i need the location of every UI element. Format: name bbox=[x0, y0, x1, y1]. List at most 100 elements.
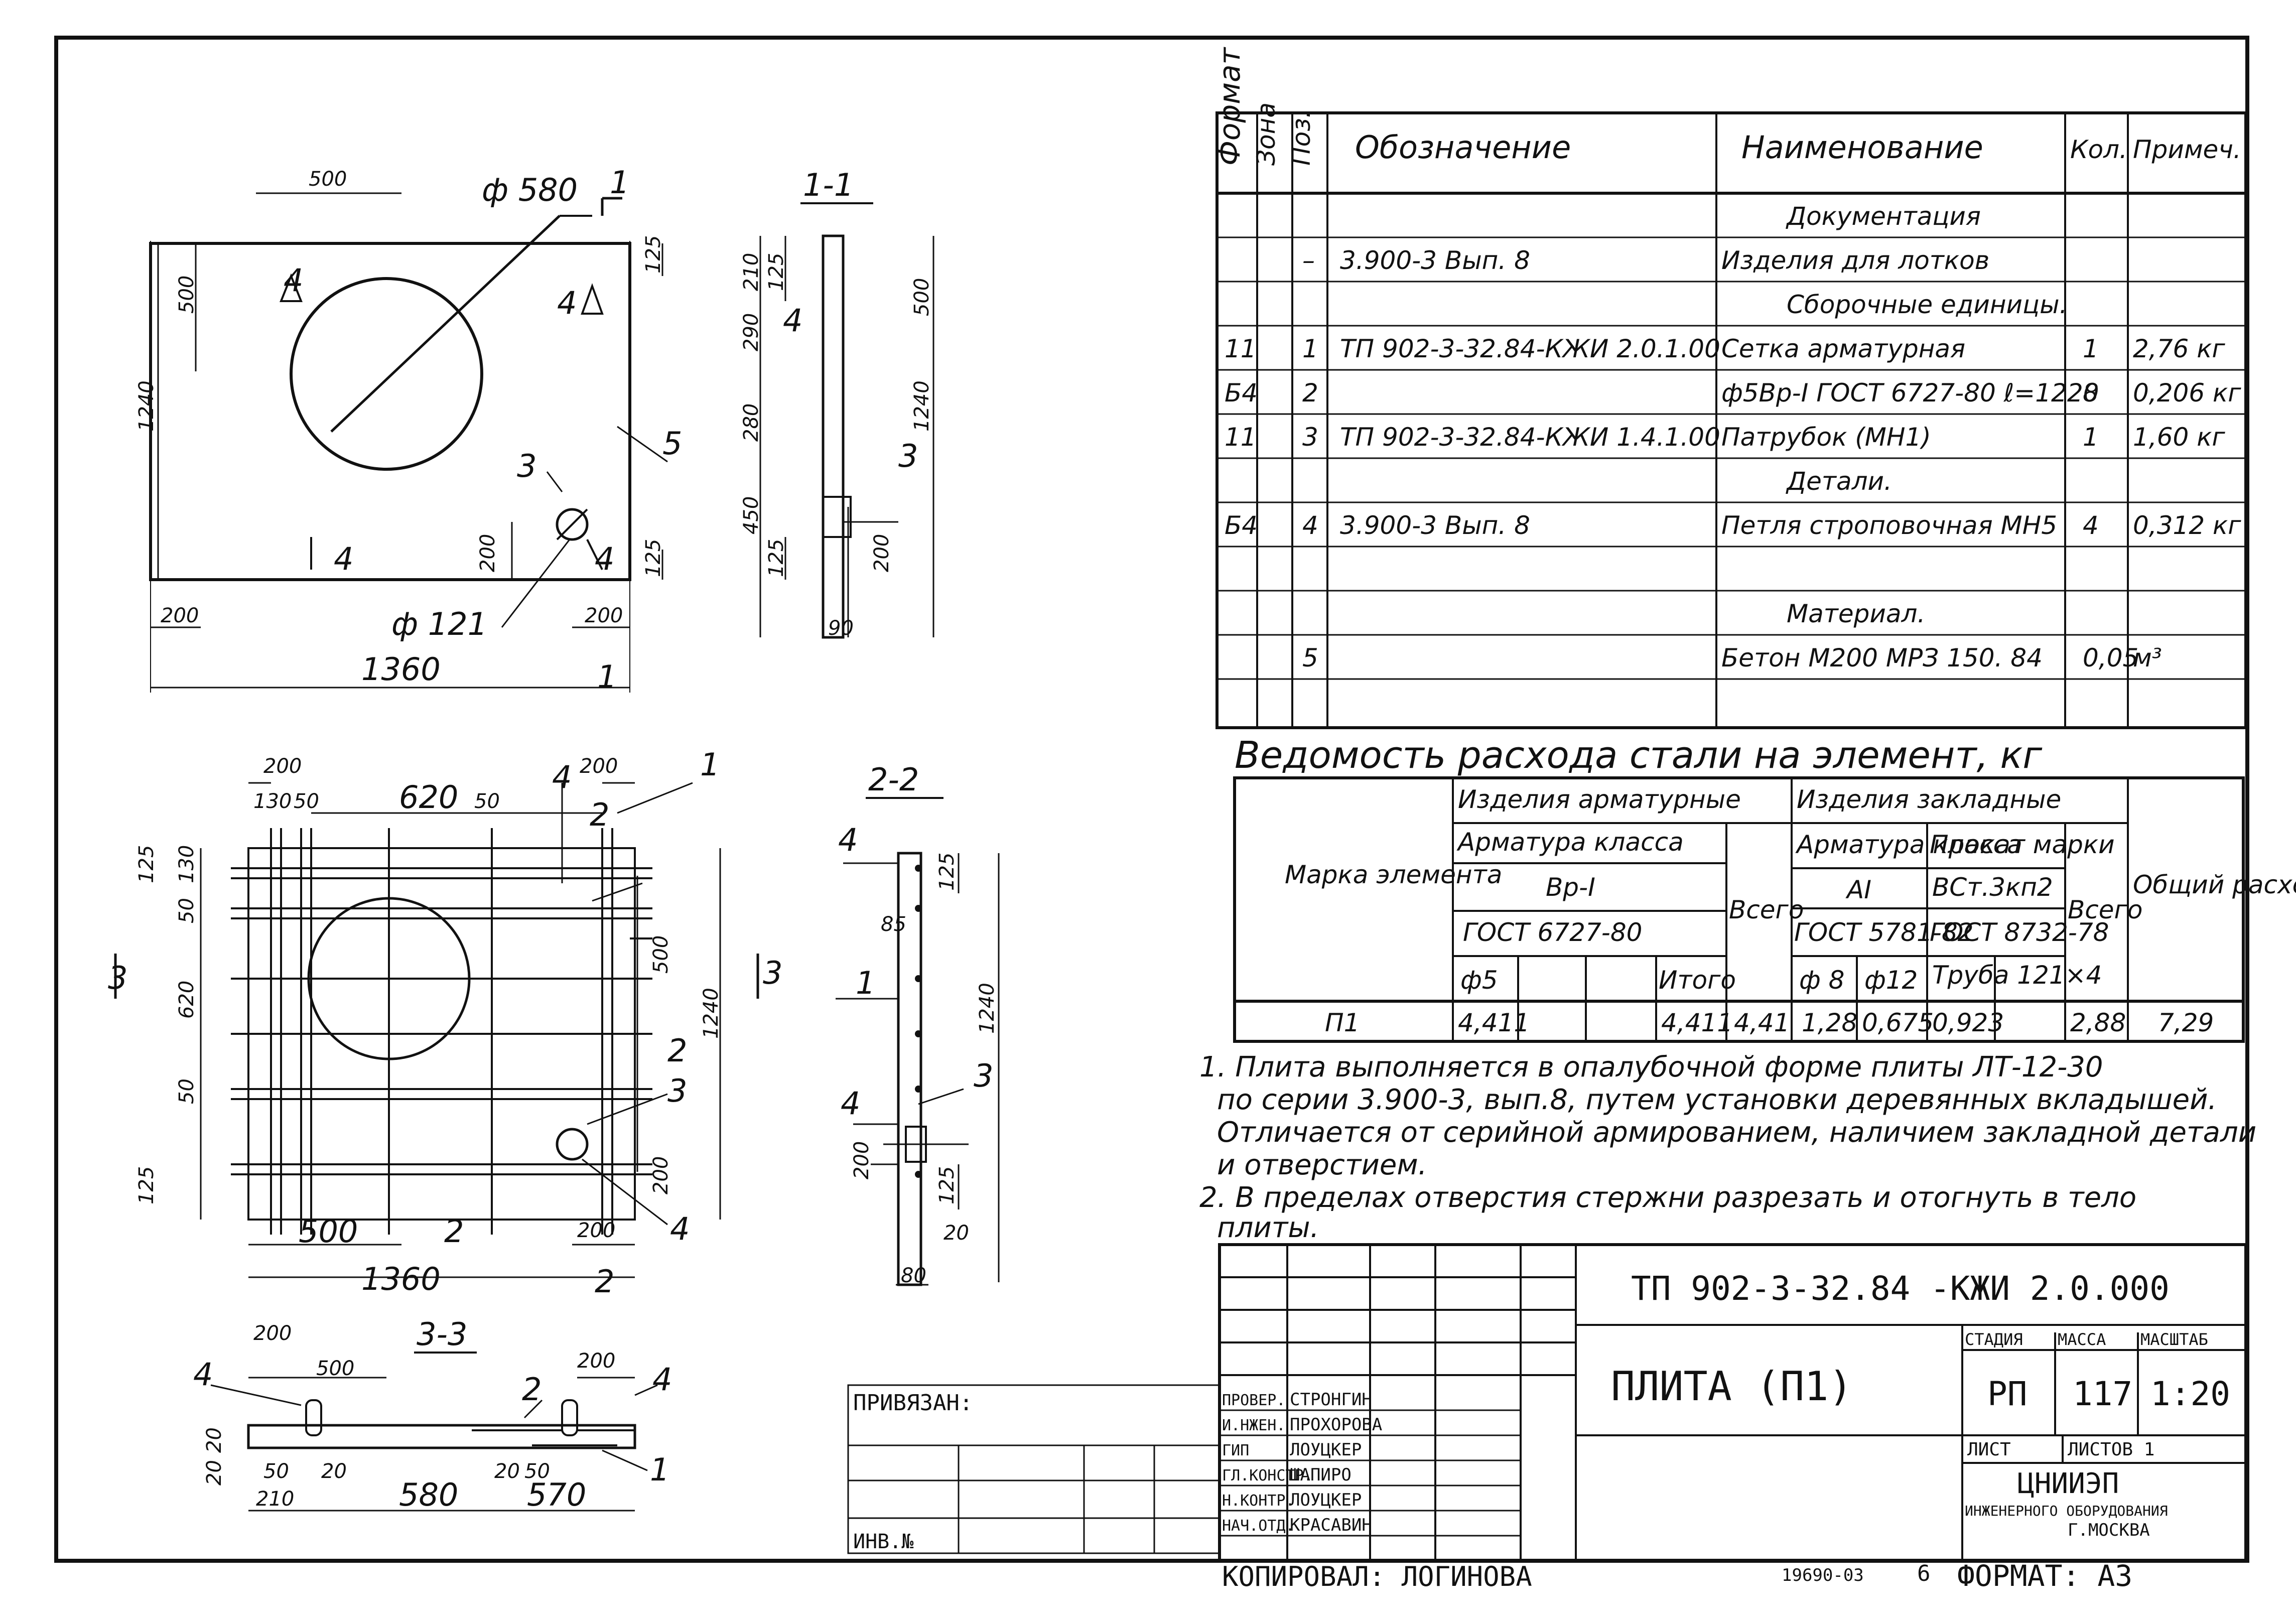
spec-cell-code: 3.900-3 Вып. 8 bbox=[1340, 246, 1530, 275]
svg-text:125: 125 bbox=[642, 235, 665, 274]
svg-text:50: 50 bbox=[524, 1460, 550, 1483]
svg-text:4,41: 4,41 bbox=[1734, 1008, 1790, 1037]
spec-cell-qty: 0,05 bbox=[2083, 643, 2138, 672]
svg-text:20: 20 bbox=[203, 1460, 226, 1486]
signer-role: НАЧ.ОТД. bbox=[1222, 1517, 1295, 1535]
marker-3: 3 bbox=[517, 448, 536, 484]
svg-text:плиты.: плиты. bbox=[1217, 1211, 1319, 1244]
steel-row-mark: П1 bbox=[1325, 1008, 1360, 1037]
svg-text:Труба 121×4: Труба 121×4 bbox=[1932, 961, 2102, 990]
spec-cell-name: Документация bbox=[1786, 202, 1981, 231]
svg-text:200: 200 bbox=[870, 534, 893, 572]
svg-text:Зона: Зона bbox=[1252, 102, 1281, 166]
svg-text:125: 125 bbox=[642, 539, 665, 577]
svg-text:20: 20 bbox=[321, 1460, 347, 1483]
svg-text:500: 500 bbox=[316, 1357, 354, 1380]
dim-plan-hole: ф 580 bbox=[482, 172, 578, 208]
svg-text:90: 90 bbox=[828, 617, 854, 640]
svg-text:50: 50 bbox=[263, 1460, 289, 1483]
doc-code: ТП 902-3-32.84 -КЖИ 2.0.000 bbox=[1631, 1269, 2170, 1308]
hole-circle bbox=[290, 277, 483, 471]
svg-text:125: 125 bbox=[135, 845, 158, 883]
org-name: ЦНИИЭП bbox=[2017, 1467, 2119, 1500]
svg-text:620: 620 bbox=[399, 779, 458, 816]
svg-text:2: 2 bbox=[444, 1213, 464, 1250]
notes: 1. Плита выполняется в опалубочной форме… bbox=[1199, 1051, 2256, 1244]
section-2-2: 2-2 4 125 85 1 1240 3 4 200 125 20 80 bbox=[836, 761, 1000, 1287]
steel-table: Ведомость расхода стали на элемент, кг М… bbox=[1233, 734, 2296, 1043]
section-3-3-title: 3-3 bbox=[417, 1316, 467, 1353]
dim-plan-left: 500 bbox=[175, 276, 198, 314]
specification-table: Формат Зона Поз. Обозначение Наименовани… bbox=[1212, 46, 2247, 729]
svg-text:50: 50 bbox=[474, 790, 500, 813]
svg-text:1: 1 bbox=[856, 965, 875, 1001]
signer-name: СТРОНГИН bbox=[1290, 1390, 1372, 1410]
svg-text:200: 200 bbox=[577, 1350, 615, 1373]
svg-text:20: 20 bbox=[203, 1427, 226, 1453]
dim-plan-pipe: ф 121 bbox=[391, 606, 487, 642]
spec-cell-note: 0,312 кг bbox=[2133, 511, 2241, 540]
svg-text:1240: 1240 bbox=[976, 983, 999, 1034]
spec-cell-note: 1,60 кг bbox=[2133, 423, 2225, 452]
svg-text:20: 20 bbox=[943, 1222, 969, 1245]
spec-cell-note: м³ bbox=[2133, 643, 2162, 672]
spec-cell-qty: 1 bbox=[2083, 334, 2099, 363]
svg-text:Вр-I: Вр-I bbox=[1546, 873, 1595, 902]
svg-text:290: 290 bbox=[740, 313, 763, 351]
svg-text:ЛИСТ: ЛИСТ bbox=[1967, 1439, 2011, 1460]
svg-text:3: 3 bbox=[974, 1057, 993, 1094]
spec-cell-name: Сборочные единицы. bbox=[1787, 290, 2067, 319]
svg-text:1: 1 bbox=[700, 746, 720, 783]
svg-text:210: 210 bbox=[740, 253, 763, 291]
section-1-1: 1-1 210 125 4 290 280 450 125 500 1240 2… bbox=[740, 167, 934, 640]
scale-value: 1:20 bbox=[2150, 1375, 2230, 1413]
svg-text:3: 3 bbox=[108, 960, 127, 996]
svg-text:620: 620 bbox=[175, 981, 198, 1019]
svg-text:570: 570 bbox=[527, 1476, 586, 1513]
svg-text:3: 3 bbox=[763, 955, 782, 991]
svg-text:7,29: 7,29 bbox=[2158, 1008, 2214, 1037]
svg-text:3: 3 bbox=[898, 438, 918, 474]
reinforcement-view: 200 200 130 50 620 50 4 2 1 125 130 50 6… bbox=[108, 746, 782, 1300]
spec-cell-fmt: 11 bbox=[1225, 423, 1257, 452]
spec-header-note: Примеч. bbox=[2133, 135, 2241, 164]
svg-text:1360: 1360 bbox=[361, 1261, 441, 1297]
svg-text:МАССА: МАССА bbox=[2058, 1330, 2106, 1349]
spec-header-qty: Кол. bbox=[2070, 135, 2127, 164]
section-1-1-title: 1-1 bbox=[803, 167, 854, 203]
svg-text:4: 4 bbox=[783, 302, 802, 339]
spec-cell-code: 3.900-3 Вып. 8 bbox=[1340, 511, 1530, 540]
svg-text:ВСт.3кп2: ВСт.3кп2 bbox=[1932, 873, 2053, 902]
svg-text:125: 125 bbox=[765, 539, 788, 577]
svg-text:4,411: 4,411 bbox=[1661, 1008, 1733, 1037]
svg-text:ЛИСТОВ 1: ЛИСТОВ 1 bbox=[2068, 1439, 2154, 1460]
svg-text:ГОСТ 8732-78: ГОСТ 8732-78 bbox=[1930, 918, 2109, 947]
svg-text:20: 20 bbox=[494, 1460, 520, 1483]
spec-header-name: Наименование bbox=[1741, 129, 1983, 166]
page-number: 6 bbox=[1917, 1561, 1931, 1586]
section-2-2-title: 2-2 bbox=[868, 761, 919, 798]
svg-text:200: 200 bbox=[263, 755, 302, 778]
signer-role: Н.КОНТР. bbox=[1222, 1492, 1295, 1510]
svg-text:Г.МОСКВА: Г.МОСКВА bbox=[2068, 1520, 2150, 1540]
dim-plan-200-left: 200 bbox=[161, 604, 199, 627]
svg-text:2,88: 2,88 bbox=[2070, 1008, 2126, 1037]
svg-text:ф5: ф5 bbox=[1460, 966, 1498, 995]
signer-role: ПРОВЕР. bbox=[1222, 1392, 1285, 1409]
svg-text:4: 4 bbox=[652, 1361, 672, 1398]
svg-text:Изделия арматурные: Изделия арматурные bbox=[1458, 785, 1741, 814]
svg-text:80: 80 bbox=[901, 1264, 926, 1287]
svg-text:1240: 1240 bbox=[910, 380, 933, 432]
steel-table-title: Ведомость расхода стали на элемент, кг bbox=[1235, 734, 2043, 777]
svg-text:125: 125 bbox=[935, 1166, 959, 1204]
svg-text:450: 450 bbox=[740, 496, 763, 534]
svg-text:AI: AI bbox=[1845, 875, 1871, 904]
svg-text:85: 85 bbox=[881, 913, 906, 936]
svg-text:Общий расход: Общий расход bbox=[2133, 870, 2296, 899]
svg-text:210: 210 bbox=[256, 1488, 294, 1511]
svg-text:ф12: ф12 bbox=[1864, 966, 1918, 995]
svg-text:50: 50 bbox=[294, 790, 319, 813]
plan-view: 500 ф 580 1 500 1240 4 4 5 3 4 4 200 125… bbox=[135, 164, 682, 695]
